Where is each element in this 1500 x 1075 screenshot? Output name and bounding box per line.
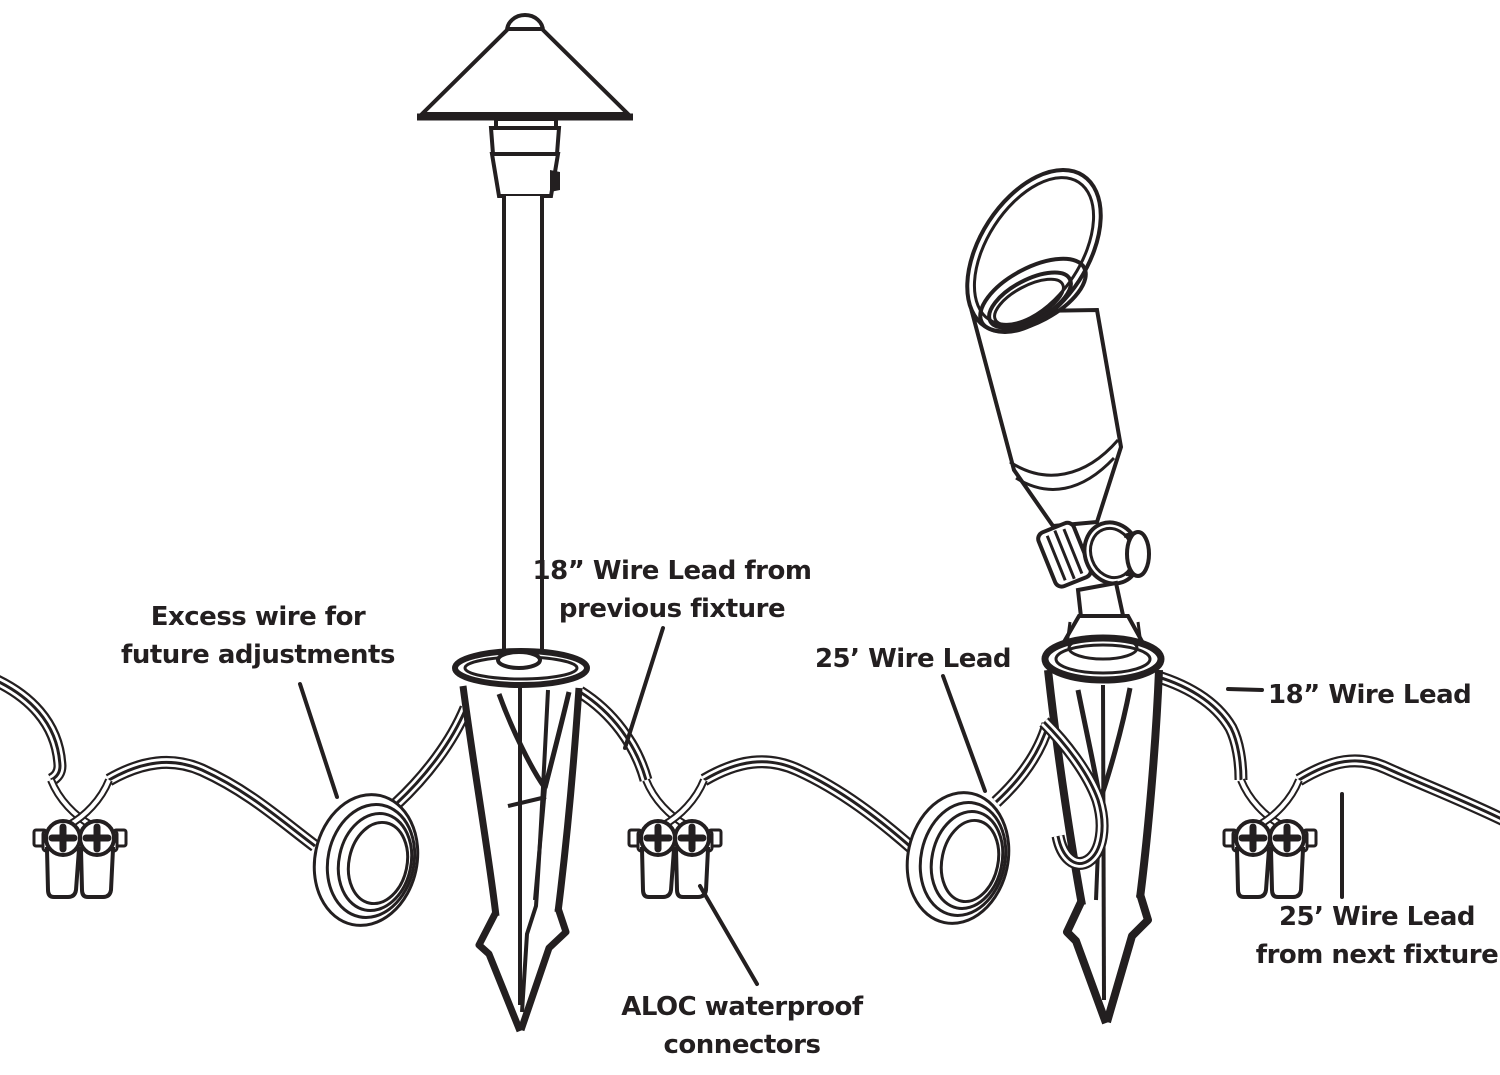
pole-base (496, 650, 542, 670)
cable-coil2-to-spotlight-stake (996, 724, 1048, 802)
leader-lead-18 (1226, 687, 1264, 692)
label-excess-wire-line1: Excess wire for (150, 602, 366, 632)
cable-to-next-fixture (1299, 761, 1500, 824)
label-25ft-lead: 25’ Wire Lead (814, 644, 1012, 674)
aloc-connector-pair-right (1224, 780, 1316, 897)
aloc-connector-pair-middle (629, 780, 721, 897)
leader-aloc (698, 884, 759, 986)
aloc-connector-pair-left (34, 780, 126, 897)
excess-wire-coil-right (905, 791, 1011, 925)
label-18in-lead: 18” Wire Lead (1268, 680, 1472, 710)
label-aloc-connectors-line1: ALOC waterproof (621, 992, 863, 1022)
label-aloc-connectors-line2: connectors (663, 1030, 821, 1060)
spotlight-swivel-disc (1082, 520, 1142, 586)
cable-coil1-to-pathlight-stake (396, 708, 466, 804)
label-excess-wire: Excess wire for future adjustments (121, 598, 395, 674)
leader-excess-wire (298, 682, 339, 799)
cable-connector1-to-coil1 (109, 762, 315, 846)
path-light-switch-tab (550, 170, 560, 192)
path-light-shade (417, 27, 633, 116)
spotlight-fixture (965, 167, 1151, 629)
label-25ft-lead-next-line1: 25’ Wire Lead (1278, 902, 1476, 932)
leader-lead-previous (623, 626, 665, 750)
spotlight-barrel (969, 307, 1124, 529)
path-light-ground-stake (452, 648, 590, 1033)
cable-pathlight-stake-to-connector2 (580, 692, 646, 780)
path-light-body-taper (489, 152, 561, 198)
spotlight-lens-ring (978, 256, 1088, 334)
spotlight-adjust-knob (1125, 530, 1151, 578)
cable-connector2-to-coil2 (704, 762, 912, 848)
leader-lead-25 (941, 674, 987, 793)
label-18in-lead-previous-line2: previous fixture (558, 594, 786, 624)
path-light-fixture (417, 13, 633, 662)
label-excess-wire-line2: future adjustments (121, 640, 395, 670)
label-25ft-lead-next: 25’ Wire Lead from next fixture (1255, 898, 1499, 974)
path-light-pole (502, 196, 544, 662)
spotlight-knurled-knuckle (1036, 520, 1093, 589)
path-light-body-band (488, 126, 562, 156)
label-18in-lead-previous-line1: 18” Wire Lead from (532, 556, 812, 586)
label-18in-lead-previous: 18” Wire Lead from previous fixture (533, 552, 812, 628)
label-25ft-lead-next-line2: from next fixture (1255, 940, 1499, 970)
label-aloc-connectors: ALOC waterproof connectors (621, 988, 863, 1064)
excess-wire-coil-left (312, 793, 420, 927)
supply-cable-from-left (0, 676, 60, 780)
